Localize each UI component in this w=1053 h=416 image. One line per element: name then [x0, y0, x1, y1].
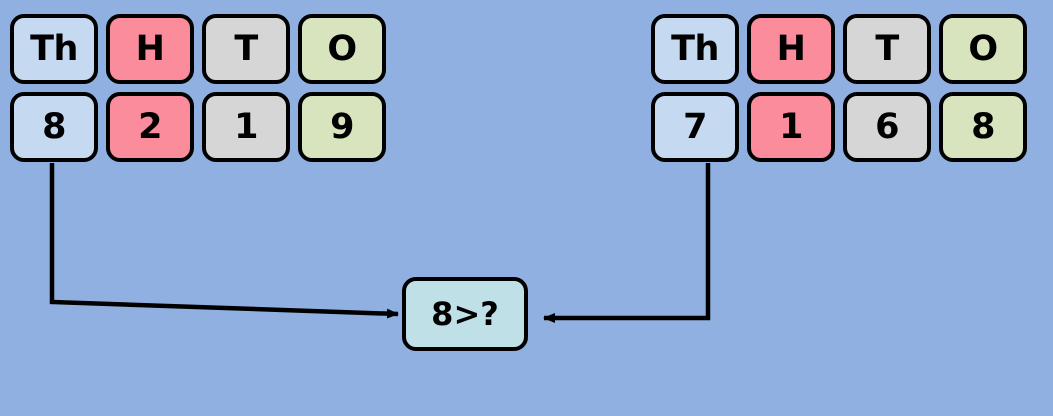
left-header-ones[interactable]: O — [298, 14, 386, 84]
right-place-value-header-row: Th H T O — [651, 14, 1027, 84]
left-digit-ones[interactable]: 9 — [298, 92, 386, 162]
right-digit-tens[interactable]: 6 — [843, 92, 931, 162]
right-digit-hundreds[interactable]: 1 — [747, 92, 835, 162]
left-place-value-header-row: Th H T O — [10, 14, 386, 84]
left-place-value-digit-row: 8 2 1 9 — [10, 92, 386, 162]
left-digit-tens[interactable]: 1 — [202, 92, 290, 162]
right-header-ones[interactable]: O — [939, 14, 1027, 84]
right-digit-ones[interactable]: 8 — [939, 92, 1027, 162]
right-header-tens[interactable]: T — [843, 14, 931, 84]
comparison-box[interactable]: 8>? — [402, 277, 528, 351]
right-digit-thousands[interactable]: 7 — [651, 92, 739, 162]
left-place-value-group: Th H T O 8 2 1 9 — [10, 14, 386, 162]
left-digit-hundreds[interactable]: 2 — [106, 92, 194, 162]
left-digit-to-comparison-arrow — [49, 163, 399, 319]
left-header-tens[interactable]: T — [202, 14, 290, 84]
right-place-value-digit-row: 7 1 6 8 — [651, 92, 1027, 162]
left-header-thousands[interactable]: Th — [10, 14, 98, 84]
right-header-thousands[interactable]: Th — [651, 14, 739, 84]
right-digit-to-comparison-arrow — [543, 163, 711, 323]
left-header-hundreds[interactable]: H — [106, 14, 194, 84]
left-digit-thousands[interactable]: 8 — [10, 92, 98, 162]
right-header-hundreds[interactable]: H — [747, 14, 835, 84]
right-place-value-group: Th H T O 7 1 6 8 — [651, 14, 1027, 162]
